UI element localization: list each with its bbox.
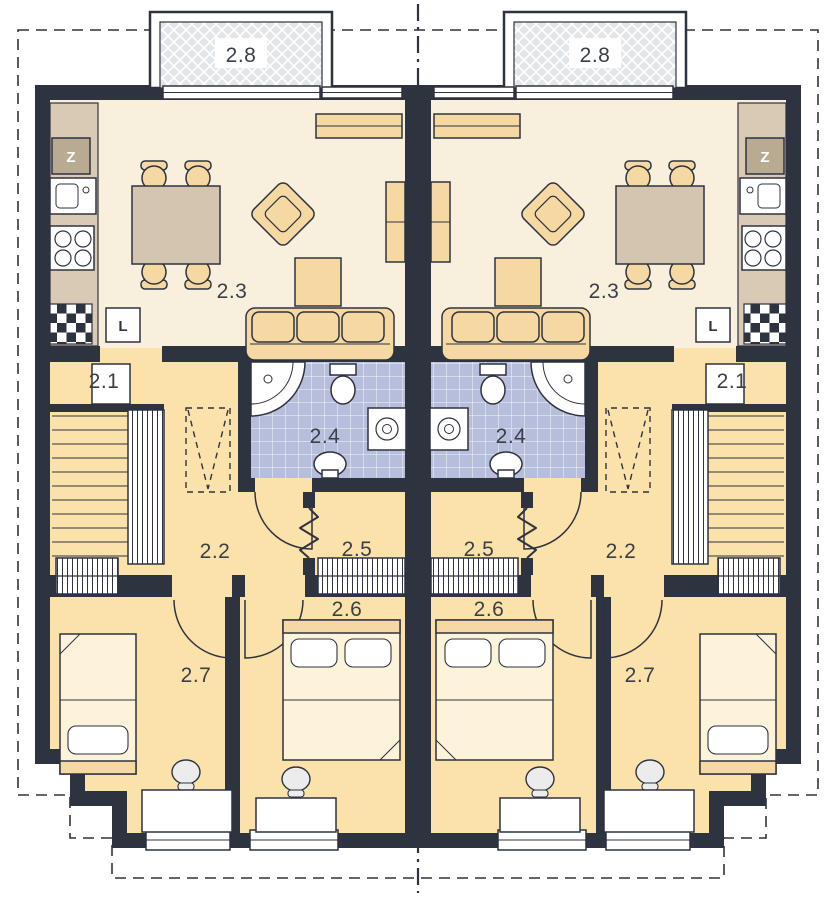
room-label-bathroom-left: 2.4 [310, 425, 341, 448]
room-label-corridor-right: 2.5 [464, 538, 495, 561]
room-label-stairs-left: 2.1 [89, 370, 120, 393]
balcony-label-bg [215, 38, 267, 68]
room-label-corridor-left: 2.5 [342, 538, 373, 561]
room-label-stairs-right: 2.1 [717, 370, 748, 393]
marker-fridge-right: L [708, 318, 717, 335]
room-label-hall-right: 2.2 [606, 540, 637, 563]
unit-right [416, 10, 803, 852]
room-label-balcony-right: 2.8 [580, 44, 611, 67]
room-label-bedroom-middle-left: 2.6 [332, 598, 363, 621]
room-label-bedroom-corner-left: 2.7 [181, 664, 212, 687]
unit-left [33, 10, 420, 852]
room-label-bathroom-right: 2.4 [496, 425, 527, 448]
room-label-bedroom-middle-right: 2.6 [474, 598, 505, 621]
marker-sink-left: Z [66, 149, 75, 166]
marker-fridge-left: L [118, 318, 127, 335]
room-label-living-right: 2.3 [589, 280, 620, 303]
room-labels: 2.8 2.3 2.1 2.4 2.2 2.5 2.6 2.7 Z L 2.8 … [66, 38, 770, 687]
balcony-label-bg [569, 38, 621, 68]
room-label-hall-left: 2.2 [200, 540, 231, 563]
room-label-bedroom-corner-right: 2.7 [625, 664, 656, 687]
room-label-balcony-left: 2.8 [226, 44, 257, 67]
marker-sink-right: Z [760, 149, 769, 166]
room-label-living-left: 2.3 [217, 280, 248, 303]
